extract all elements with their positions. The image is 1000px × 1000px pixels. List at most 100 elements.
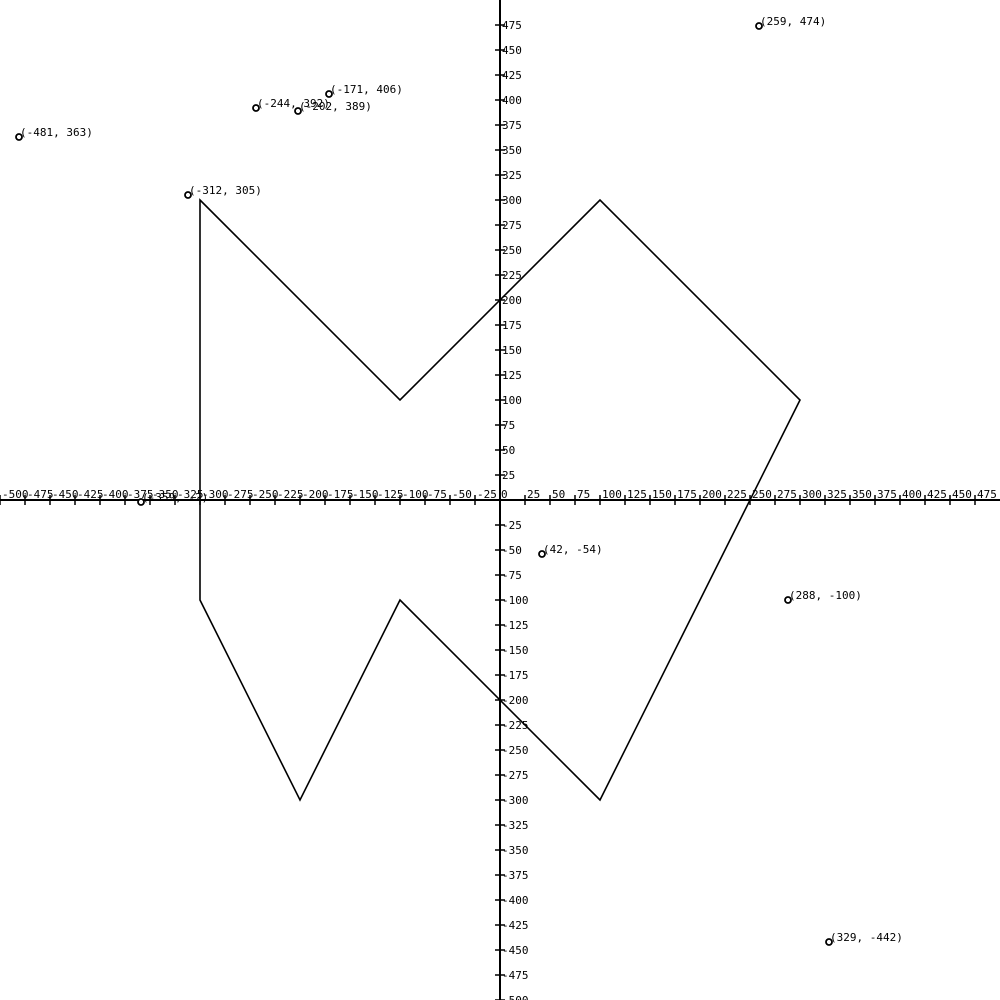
- x-tick-label: 275: [777, 488, 797, 501]
- data-point: (-244, 392): [252, 97, 330, 112]
- y-tick-label: -375: [502, 869, 529, 882]
- y-tick-label: 250: [502, 244, 522, 257]
- y-tick-label: -75: [502, 569, 522, 582]
- y-tick-label: 125: [502, 369, 522, 382]
- x-tick-label: -325: [177, 488, 204, 501]
- point-marker: [294, 107, 302, 115]
- x-tick-label: 300: [802, 488, 822, 501]
- y-tick-label: 75: [502, 419, 515, 432]
- y-tick-label: -150: [502, 644, 529, 657]
- y-tick-label: 200: [502, 294, 522, 307]
- data-point: (-481, 363): [15, 126, 93, 141]
- x-tick-label: -450: [52, 488, 79, 501]
- x-tick-label: -250: [252, 488, 279, 501]
- y-tick-label: 425: [502, 69, 522, 82]
- x-tick-label: 150: [652, 488, 672, 501]
- y-tick-label: 275: [502, 219, 522, 232]
- y-tick-label: 175: [502, 319, 522, 332]
- x-tick-label: 25: [527, 488, 540, 501]
- point-label: (-359, -2): [142, 491, 208, 504]
- y-tick-label: -175: [502, 669, 529, 682]
- point-label: (-312, 305): [189, 184, 262, 197]
- y-tick-label: 225: [502, 269, 522, 282]
- x-tick-label: -500: [2, 488, 29, 501]
- y-tick-label: -125: [502, 619, 529, 632]
- polygon-layer: [199, 198, 801, 802]
- y-tick-label: -500: [502, 994, 529, 1000]
- y-tick-label: 375: [502, 119, 522, 132]
- point-marker: [325, 90, 333, 98]
- y-tick-label: -250: [502, 744, 529, 757]
- y-tick-label: -425: [502, 919, 529, 932]
- x-tick-label: 50: [552, 488, 565, 501]
- point-label: (329, -442): [830, 931, 903, 944]
- data-point: (259, 474): [755, 15, 826, 30]
- x-tick-label: 100: [602, 488, 622, 501]
- x-tick-label: -225: [277, 488, 304, 501]
- x-tick-label: -25: [477, 488, 497, 501]
- x-tick-label: -125: [377, 488, 404, 501]
- point-marker: [184, 191, 192, 199]
- y-tick-label: 25: [502, 469, 515, 482]
- data-point: (-359, -2): [137, 491, 208, 506]
- data-point: (288, -100): [784, 589, 862, 604]
- data-point: (-171, 406): [325, 83, 403, 98]
- data-point: (329, -442): [825, 931, 903, 946]
- y-tick-label: 400: [502, 94, 522, 107]
- x-tick-label: -150: [352, 488, 379, 501]
- origin-label: 0: [501, 488, 508, 501]
- y-tick-label: -275: [502, 769, 529, 782]
- x-tick-label: 325: [827, 488, 847, 501]
- x-tick-label: -100: [402, 488, 429, 501]
- y-tick-label: 325: [502, 169, 522, 182]
- points-layer: (259, 474) (-171, 406)(-244, 392)(-202, 3…: [15, 15, 903, 946]
- y-tick-label: -350: [502, 844, 529, 857]
- y-tick-label: -450: [502, 944, 529, 957]
- x-tick-label: 425: [927, 488, 947, 501]
- x-tick-label: -300: [202, 488, 229, 501]
- y-tick-label: -200: [502, 694, 529, 707]
- x-tick-label: 450: [952, 488, 972, 501]
- x-tick-label: -400: [102, 488, 129, 501]
- data-point: (-312, 305): [184, 184, 262, 199]
- point-marker: [252, 104, 260, 112]
- y-tick-label: -300: [502, 794, 529, 807]
- y-tick-label: 450: [502, 44, 522, 57]
- y-tick-label: -100: [502, 594, 529, 607]
- y-tick-label: 350: [502, 144, 522, 157]
- point-marker: [538, 550, 546, 558]
- x-tick-label: 200: [702, 488, 722, 501]
- x-tick-label: -350: [152, 488, 179, 501]
- x-tick-label: 350: [852, 488, 872, 501]
- point-label: (-202, 389): [299, 100, 372, 113]
- x-tick-label: -75: [427, 488, 447, 501]
- x-tick-label: 475: [977, 488, 997, 501]
- polygon-shape: [199, 198, 801, 802]
- point-label: (288, -100): [789, 589, 862, 602]
- x-tick-label: 75: [577, 488, 590, 501]
- y-tick-label: 300: [502, 194, 522, 207]
- x-tick-label: -50: [452, 488, 472, 501]
- x-tick-label: 400: [902, 488, 922, 501]
- y-tick-label: -25: [502, 519, 522, 532]
- y-tick-label: -400: [502, 894, 529, 907]
- point-marker: [137, 498, 145, 506]
- x-tick-label: -425: [77, 488, 104, 501]
- y-tick-label: 50: [502, 444, 515, 457]
- point-label: (42, -54): [543, 543, 603, 556]
- y-tick-label: 475: [502, 19, 522, 32]
- x-tick-label: 375: [877, 488, 897, 501]
- y-tick-label: -475: [502, 969, 529, 982]
- point-label: (-244, 392): [257, 97, 330, 110]
- x-tick-label: 250: [752, 488, 772, 501]
- y-tick-label: -325: [502, 819, 529, 832]
- x-tick-label: -475: [27, 488, 54, 501]
- y-tick-label: 100: [502, 394, 522, 407]
- point-marker: [825, 938, 833, 946]
- point-marker: [755, 22, 763, 30]
- x-tick-label: -375: [127, 488, 154, 501]
- y-tick-label: -50: [502, 544, 522, 557]
- x-tick-label: 125: [627, 488, 647, 501]
